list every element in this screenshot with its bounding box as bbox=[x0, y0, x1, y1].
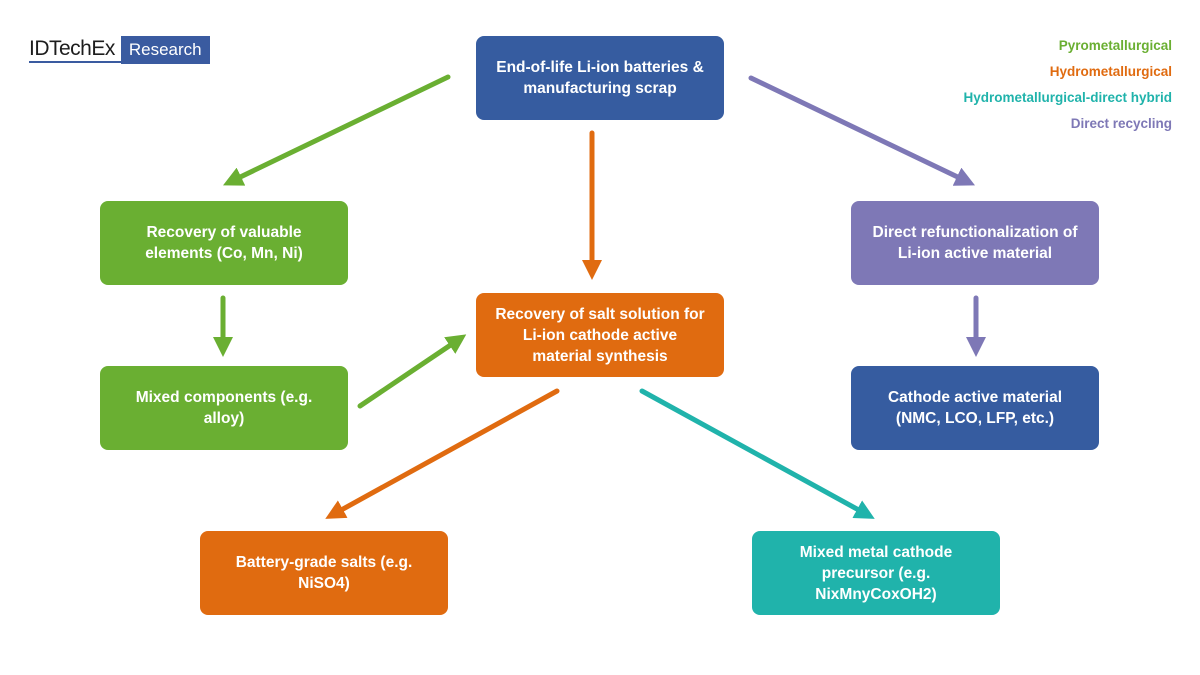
legend-hydrometallurgical: Hydrometallurgical bbox=[1049, 64, 1172, 79]
node-source: End-of-life Li-ion batteries & manufactu… bbox=[476, 36, 724, 120]
node-battery-salts: Battery-grade salts (e.g. NiSO4) bbox=[200, 531, 448, 615]
node-direct-refunc: Direct refunctionalization of Li-ion act… bbox=[851, 201, 1099, 285]
arrow-mixed-components-to-salt-solution bbox=[357, 334, 467, 409]
legend-hydro-direct-hybrid: Hydrometallurgical-direct hybrid bbox=[963, 90, 1172, 105]
node-cathode-material: Cathode active material (NMC, LCO, LFP, … bbox=[851, 366, 1099, 450]
legend-direct-recycling: Direct recycling bbox=[1070, 116, 1172, 131]
legend-pyrometallurgical: Pyrometallurgical bbox=[1058, 38, 1172, 53]
arrow-salt-solution-to-battery-salts bbox=[325, 388, 560, 519]
node-mixed-components: Mixed components (e.g. alloy) bbox=[100, 366, 348, 450]
node-salt-solution: Recovery of salt solution for Li-ion cat… bbox=[476, 293, 724, 377]
node-mixed-precursor: Mixed metal cathode precursor (e.g. NixM… bbox=[752, 531, 1000, 615]
arrow-source-to-direct-refunc bbox=[748, 75, 976, 186]
logo-badge: Research bbox=[120, 36, 210, 64]
logo-brand: IDTechEx bbox=[29, 37, 121, 63]
arrow-salt-solution-to-mixed-precursor bbox=[639, 388, 875, 519]
arrow-source-to-recovery-elements bbox=[222, 74, 451, 186]
node-recovery-elements: Recovery of valuable elements (Co, Mn, N… bbox=[100, 201, 348, 285]
idtechex-logo: IDTechEx Research bbox=[29, 36, 210, 64]
legend: Pyrometallurgical Hydrometallurgical Hyd… bbox=[963, 36, 1172, 140]
